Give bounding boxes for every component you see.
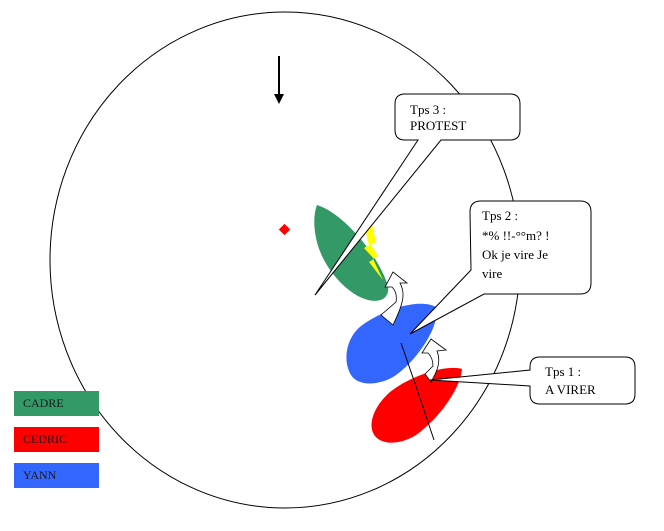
legend-yann-label: YANN bbox=[23, 468, 57, 482]
callout-tps3: Tps 3 : PROTEST bbox=[314, 93, 521, 296]
callout-tps1: Tps 1 : A VIRER bbox=[429, 356, 636, 405]
callout-tps2-line-2: *% !!-°°m? ! bbox=[482, 228, 549, 243]
legend-yann: YANN bbox=[14, 463, 99, 488]
lightning-bolt-icon bbox=[364, 224, 383, 280]
wind-arrow-icon bbox=[274, 56, 284, 104]
legend-cedric-label: CEDRIC bbox=[23, 432, 68, 446]
callout-tps2-line-3: Ok je vire Je bbox=[482, 247, 548, 262]
legend-cedric: CEDRIC bbox=[14, 427, 99, 452]
boat-cadre bbox=[314, 205, 389, 301]
callout-tps2-line-4: vire bbox=[482, 266, 502, 281]
legend-cadre-label: CADRE bbox=[23, 396, 64, 410]
callout-tps1-line-2: A VIRER bbox=[545, 382, 596, 397]
mark-diamond bbox=[278, 223, 291, 236]
course-circle bbox=[49, 11, 521, 509]
legend-cadre: CADRE bbox=[14, 391, 99, 416]
callout-tps3-line-2: PROTEST bbox=[410, 118, 466, 133]
callout-tps1-line-1: Tps 1 : bbox=[545, 364, 581, 379]
callout-tps2: Tps 2 : *% !!-°°m? ! Ok je vire Je vire bbox=[409, 200, 592, 335]
callout-tps2-line-1: Tps 2 : bbox=[482, 208, 518, 223]
heading-line-yann bbox=[400, 342, 419, 393]
callout-tps3-line-1: Tps 3 : bbox=[410, 102, 446, 117]
heading-line-cedric bbox=[417, 391, 435, 441]
curved-up-arrow-icon bbox=[421, 338, 448, 383]
boat-yann bbox=[346, 303, 437, 384]
curved-up-arrow-icon bbox=[380, 271, 409, 326]
boat-cedric bbox=[371, 367, 462, 443]
